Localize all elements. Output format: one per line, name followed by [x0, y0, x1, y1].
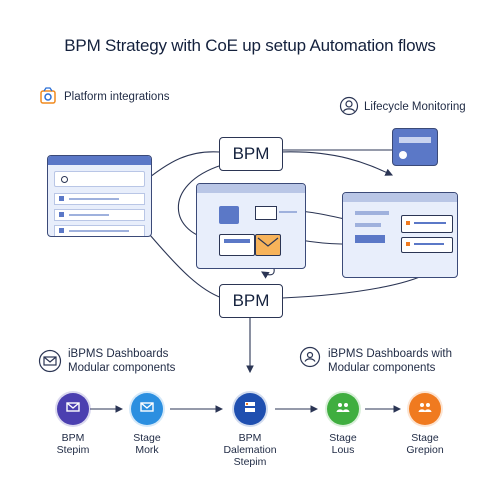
right-section-label: iBPMS Dashboards with Modular components: [328, 348, 452, 374]
left-window-panel: [47, 155, 152, 237]
people-icon: [417, 399, 433, 420]
envelope-icon: [139, 399, 155, 420]
right-card-2: [401, 237, 453, 253]
pipeline-node-1[interactable]: [57, 393, 89, 425]
link-left-to-bpm-top: [139, 151, 221, 186]
left-row-1: [54, 171, 145, 187]
link-left-to-bpm-bottom: [149, 234, 223, 299]
left-row-4: [54, 225, 145, 236]
people-circle-icon: [299, 346, 321, 368]
camera-icon: [255, 206, 277, 220]
card-icon: [219, 234, 255, 256]
right-window-panel: [342, 192, 458, 278]
people-icon: [335, 399, 351, 420]
left-section-label: iBPMS Dashboards Modular components: [68, 348, 176, 374]
left-row-3: [54, 209, 145, 221]
pipeline-node-4[interactable]: [327, 393, 359, 425]
pipeline-node-5[interactable]: [409, 393, 441, 425]
user-icon: [339, 96, 359, 116]
pipeline-node-3[interactable]: [234, 393, 266, 425]
monitor-card-icon: [392, 128, 438, 166]
grid-icon: [219, 206, 239, 224]
lifecycle-monitoring-label: Lifecycle Monitoring: [364, 101, 466, 113]
left-row-2: [54, 193, 145, 205]
envelope-icon: [65, 399, 81, 420]
center-window-panel: [196, 183, 306, 269]
pipeline-node-2[interactable]: [131, 393, 163, 425]
server-icon: [242, 399, 258, 420]
platform-icon: [38, 86, 58, 106]
bpm-box-bottom[interactable]: BPM: [219, 284, 283, 318]
page-title: BPM Strategy with CoE up setup Automatio…: [64, 36, 436, 55]
platform-integrations-label: Platform integrations: [64, 91, 170, 103]
mail-circle-icon: [38, 349, 62, 373]
link-bpm-to-monitor: [279, 151, 394, 176]
bpm-box-top[interactable]: BPM: [219, 137, 283, 171]
mail-icon: [255, 234, 281, 256]
right-card-1: [401, 215, 453, 233]
